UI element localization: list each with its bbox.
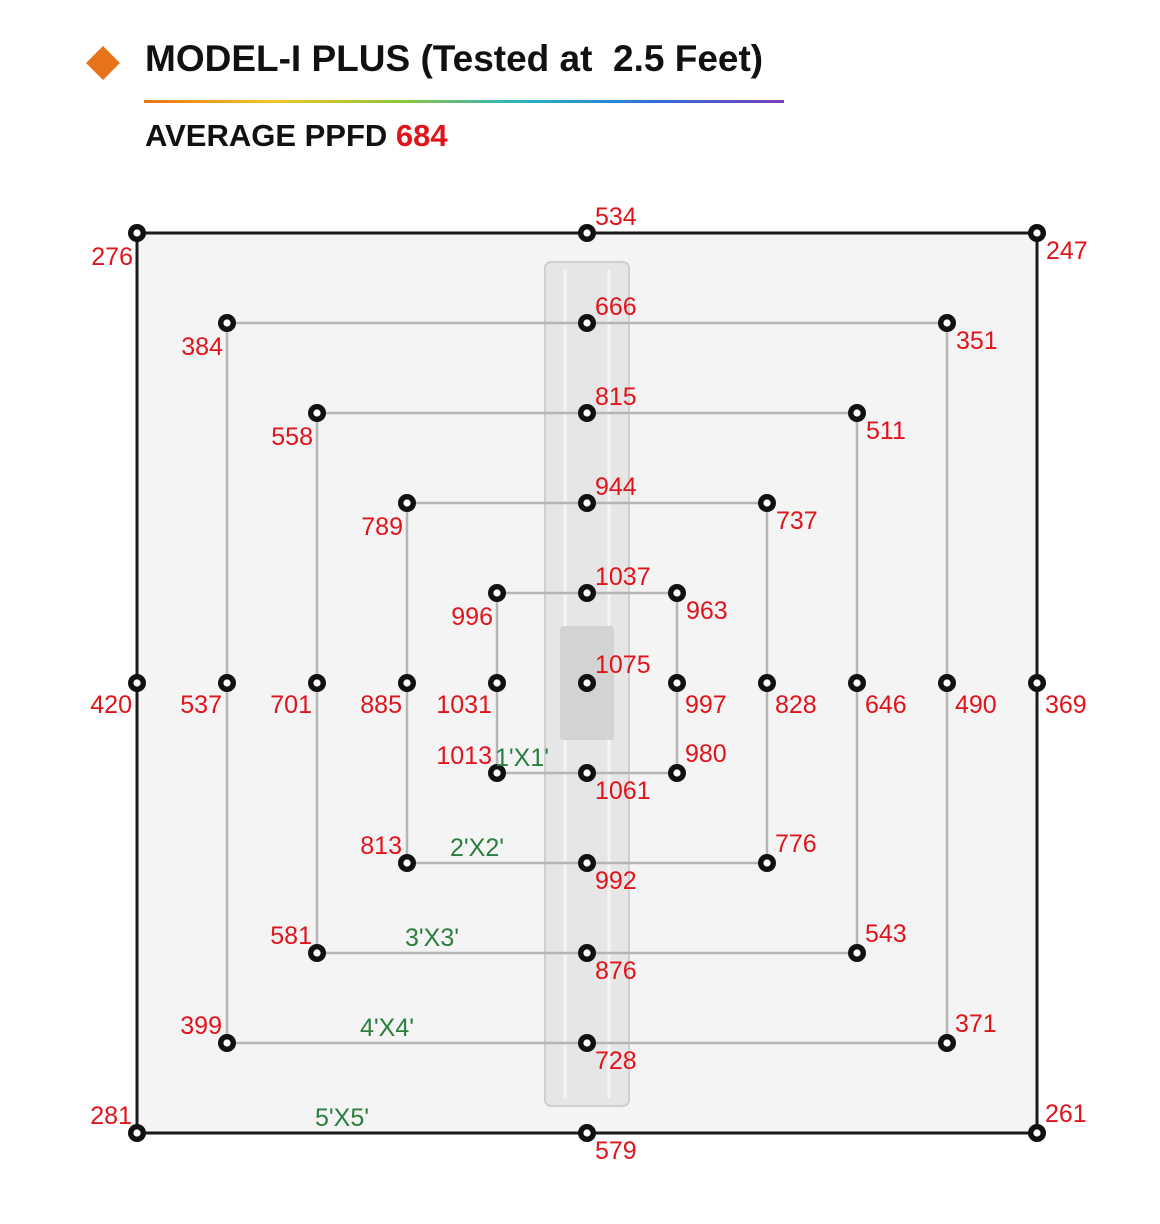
measurement-point-center	[1033, 1129, 1041, 1137]
reading-top-left: 384	[181, 333, 223, 361]
reading-bottom-mid: 1061	[595, 777, 651, 805]
measurement-point-center	[583, 679, 591, 687]
reading-bottom-right: 980	[685, 740, 727, 768]
measurement-point-center	[583, 859, 591, 867]
reading-bottom-left: 581	[270, 922, 312, 950]
measurement-point-center	[583, 949, 591, 957]
reading-mid-left: 885	[360, 691, 402, 719]
reading-center: 1075	[595, 651, 651, 679]
reading-mid-right: 997	[685, 691, 727, 719]
square-size-label: 4'X4'	[360, 1014, 414, 1042]
reading-top-left: 276	[91, 243, 133, 271]
measurement-point-center	[583, 229, 591, 237]
measurement-point-center	[403, 679, 411, 687]
reading-top-mid: 944	[595, 473, 637, 501]
reading-bottom-mid: 728	[595, 1047, 637, 1075]
reading-bottom-mid: 876	[595, 957, 637, 985]
reading-bottom-left: 399	[180, 1012, 222, 1040]
measurement-point-center	[853, 679, 861, 687]
reading-bottom-mid: 579	[595, 1137, 637, 1165]
reading-top-mid: 815	[595, 383, 637, 411]
measurement-point-center	[583, 499, 591, 507]
reading-bottom-left: 281	[90, 1102, 132, 1130]
page-title: MODEL-I PLUS (Tested at 2.5 Feet)	[145, 38, 764, 79]
reading-bottom-right: 371	[955, 1010, 997, 1038]
reading-mid-left: 537	[180, 691, 222, 719]
reading-mid-right: 490	[955, 691, 997, 719]
reading-top-left: 558	[271, 423, 313, 451]
measurement-point-center	[673, 589, 681, 597]
reading-mid-left: 701	[270, 691, 312, 719]
reading-mid-left: 420	[90, 691, 132, 719]
measurement-point-center	[133, 1129, 141, 1137]
reading-bottom-right: 261	[1045, 1100, 1087, 1128]
measurement-point-center	[673, 679, 681, 687]
square-size-label: 3'X3'	[405, 924, 459, 952]
rainbow-divider	[144, 100, 784, 103]
measurement-point-center	[493, 769, 501, 777]
measurement-point-center	[583, 409, 591, 417]
measurement-point-center	[583, 319, 591, 327]
measurement-point-center	[943, 679, 951, 687]
measurement-point-center	[583, 1129, 591, 1137]
measurement-point-center	[1033, 679, 1041, 687]
measurement-point-center	[853, 949, 861, 957]
measurement-point-center	[223, 679, 231, 687]
measurement-point-center	[583, 769, 591, 777]
average-ppfd-value: 684	[395, 118, 448, 153]
measurement-point-center	[1033, 229, 1041, 237]
header: MODEL-I PLUS (Tested at 2.5 Feet) AVERAG…	[0, 0, 1160, 170]
average-ppfd: AVERAGE PPFD 684	[145, 118, 448, 154]
measurement-point-center	[673, 769, 681, 777]
measurement-point-center	[943, 319, 951, 327]
measurement-point-center	[763, 859, 771, 867]
reading-top-right: 737	[776, 507, 818, 535]
reading-top-right: 351	[956, 327, 998, 355]
measurement-point-center	[583, 1039, 591, 1047]
reading-mid-right: 646	[865, 691, 907, 719]
measurement-point-center	[493, 589, 501, 597]
reading-mid-right: 369	[1045, 691, 1087, 719]
reading-top-mid: 666	[595, 293, 637, 321]
reading-bottom-mid: 992	[595, 867, 637, 895]
reading-top-mid: 1037	[595, 563, 651, 591]
measurement-point-center	[313, 679, 321, 687]
reading-mid-right: 828	[775, 691, 817, 719]
measurement-point-center	[493, 679, 501, 687]
measurement-point-center	[943, 1039, 951, 1047]
square-size-label: 5'X5'	[315, 1104, 369, 1132]
reading-bottom-right: 776	[775, 830, 817, 858]
reading-bottom-left: 1013	[436, 742, 492, 770]
reading-bottom-right: 543	[865, 920, 907, 948]
measurement-point-center	[403, 499, 411, 507]
reading-top-mid: 534	[595, 203, 637, 231]
measurement-point-center	[763, 679, 771, 687]
reading-top-right: 511	[866, 417, 906, 445]
reading-top-right: 247	[1046, 237, 1088, 265]
square-size-label: 1'X1'	[495, 744, 549, 772]
measurement-point-center	[313, 949, 321, 957]
measurement-point-center	[403, 859, 411, 867]
measurement-point-center	[223, 319, 231, 327]
average-ppfd-label: AVERAGE PPFD	[145, 118, 388, 153]
measurement-point-center	[223, 1039, 231, 1047]
measurement-point-center	[313, 409, 321, 417]
square-size-label: 2'X2'	[450, 834, 504, 862]
reading-bottom-left: 813	[360, 832, 402, 860]
reading-top-right: 963	[686, 597, 728, 625]
measurement-point-center	[133, 229, 141, 237]
reading-mid-left: 1031	[436, 691, 492, 719]
reading-top-left: 996	[451, 603, 493, 631]
measurement-point-center	[853, 409, 861, 417]
reading-top-left: 789	[361, 513, 403, 541]
measurement-point-center	[583, 589, 591, 597]
measurement-point-center	[133, 679, 141, 687]
measurement-point-center	[763, 499, 771, 507]
